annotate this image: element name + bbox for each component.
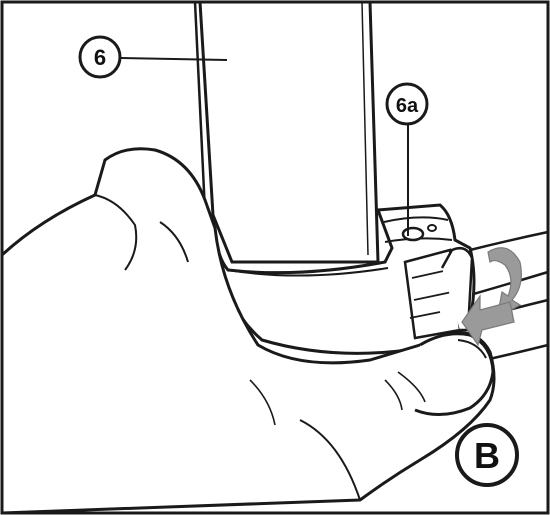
callout-part-6a: 6a [385,82,429,126]
callout-part-6a-label: 6a [396,95,419,117]
hole-6a [401,224,437,242]
tube-part-6 [193,0,380,264]
curved-rotate-arrow-icon [461,247,522,347]
callout-part-6: 6 [78,35,122,79]
step-badge: B [455,423,519,487]
latch-lever [403,247,474,340]
leader-lines [120,57,409,236]
step-badge-label: B [474,435,500,476]
clamp-housing [211,203,476,355]
hand [0,147,496,515]
callout-part-6-label: 6 [94,45,106,70]
